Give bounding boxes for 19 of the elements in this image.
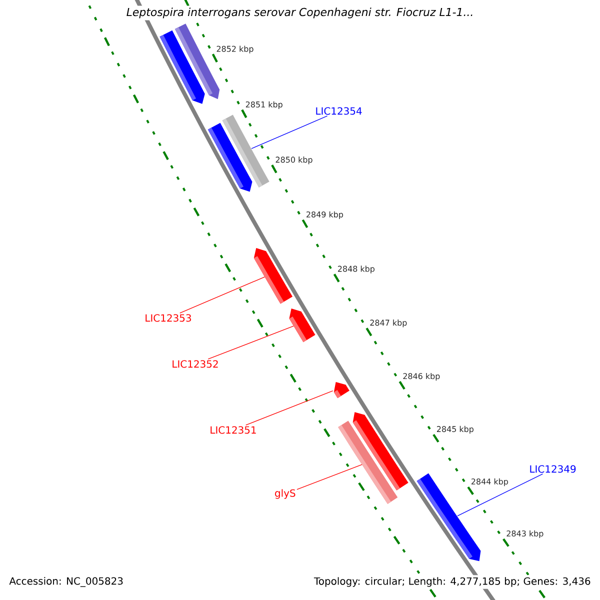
- gene-label: LIC12354: [316, 107, 362, 115]
- footer-text: Accession: NC_005823: [7, 575, 126, 589]
- gene-block: [254, 248, 293, 304]
- gene-label: glyS: [275, 489, 296, 499]
- leader-line: [246, 390, 334, 426]
- leader-line: [180, 276, 266, 314]
- footer-text: Topology: circular; Length: 4,277,185 bp; Genes: 3,436: [312, 575, 593, 589]
- gene-label: LIC12349: [530, 465, 576, 473]
- gene-block: [338, 420, 398, 504]
- leader-line: [208, 326, 294, 360]
- title: Leptospira interrogans serovar Copenhageni str. Fiocruz L1-1...: [124, 6, 476, 20]
- gene-block: [334, 382, 350, 398]
- gene-label: LIC12353: [146, 314, 191, 322]
- gene-label: LIC12352: [172, 360, 218, 368]
- gene-block: [289, 308, 316, 342]
- leader-line: [296, 464, 362, 490]
- gene-label: LIC12351: [210, 426, 256, 434]
- gene-block: [222, 114, 270, 188]
- leader-line: [457, 474, 544, 516]
